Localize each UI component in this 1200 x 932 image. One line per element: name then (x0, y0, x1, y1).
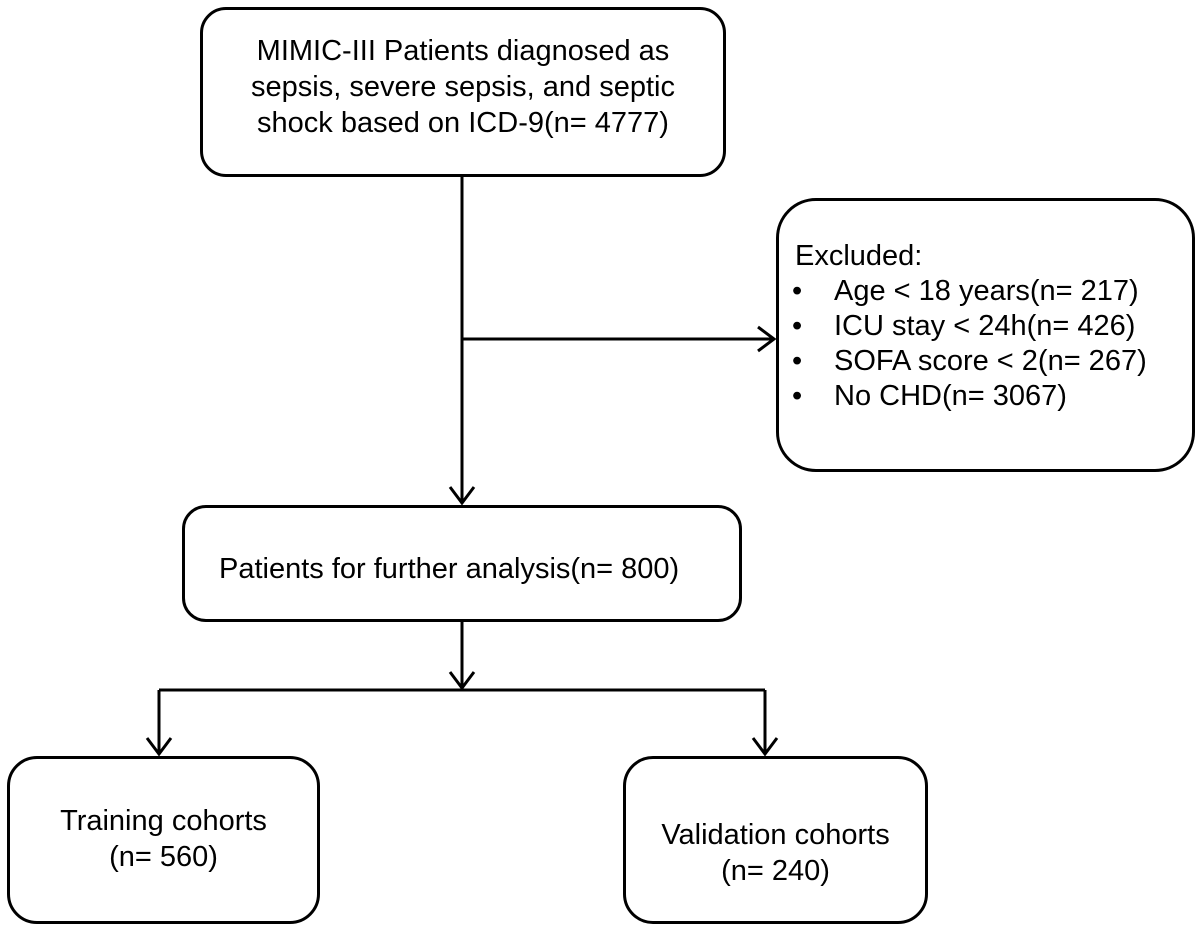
arrowhead-split (448, 671, 476, 691)
exclusion-item-sofa: SOFA score < 2(n= 267) (834, 345, 1147, 377)
exclusion-criteria-box: Excluded: • Age < 18 years(n= 217) • ICU… (776, 198, 1195, 472)
training-cohort-text: Training cohorts (n= 560) (10, 803, 317, 875)
source-line-2: sepsis, severe sepsis, and septic (251, 71, 675, 103)
bullet-icon: • (792, 345, 803, 377)
bullet-icon: • (792, 310, 803, 342)
bullet-icon: • (792, 380, 803, 412)
source-line-3: shock based on ICD-9(n= 4777) (257, 107, 669, 139)
validation-cohort-text: Validation cohorts (n= 240) (626, 817, 925, 889)
arrowhead-training (145, 737, 173, 757)
exclusion-item-icu-stay: ICU stay < 24h(n= 426) (834, 310, 1136, 342)
exclusion-item-chd: No CHD(n= 3067) (834, 380, 1067, 412)
exclusion-heading: Excluded: (795, 240, 923, 272)
bullet-icon: • (792, 275, 803, 307)
validation-cohort-box: Validation cohorts (n= 240) (623, 756, 928, 924)
analysis-population-text: Patients for further analysis(n= 800) (219, 553, 680, 585)
source-population-text: MIMIC-III Patients diagnosed as sepsis, … (203, 33, 723, 141)
arrowhead-excluded (757, 325, 777, 353)
training-cohort-label: Training cohorts (60, 805, 267, 837)
source-line-1: MIMIC-III Patients diagnosed as (256, 35, 670, 67)
analysis-population-box: Patients for further analysis(n= 800) (182, 505, 742, 622)
exclusion-item-age: Age < 18 years(n= 217) (834, 275, 1139, 307)
training-cohort-box: Training cohorts (n= 560) (7, 756, 320, 924)
source-population-box: MIMIC-III Patients diagnosed as sepsis, … (200, 7, 726, 177)
arrowhead-analysis (448, 486, 476, 506)
validation-cohort-count: (n= 240) (721, 855, 830, 887)
training-cohort-count: (n= 560) (109, 841, 218, 873)
arrowhead-validation (751, 737, 779, 757)
validation-cohort-label: Validation cohorts (661, 819, 890, 851)
